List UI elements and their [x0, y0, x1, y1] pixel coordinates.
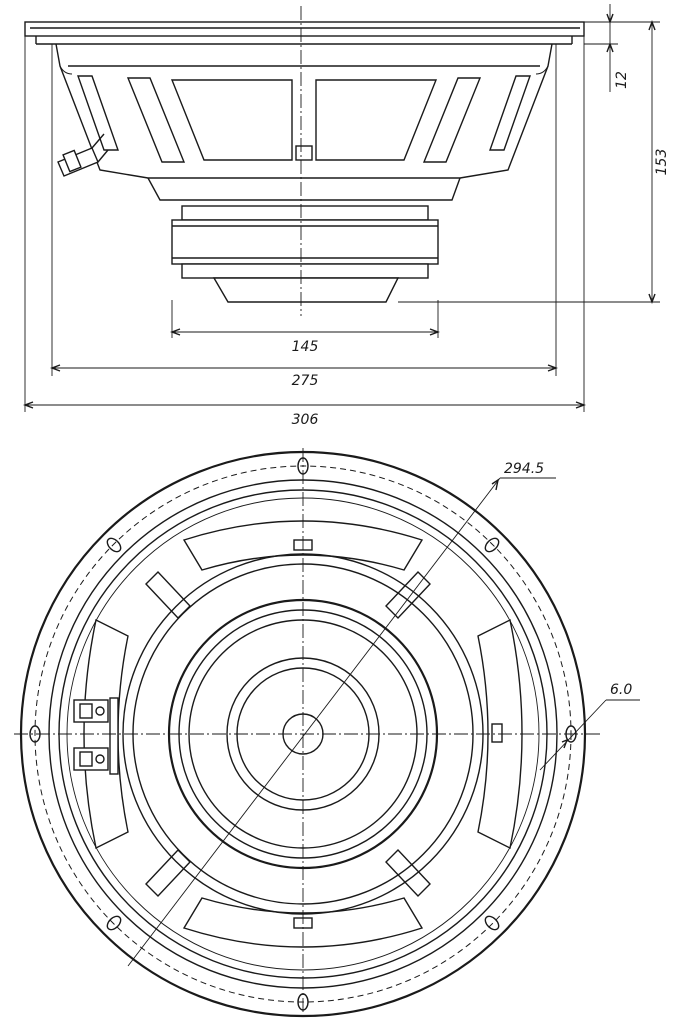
- top-plate: [181, 205, 429, 221]
- hole-diameter-label: 6.0: [610, 682, 632, 698]
- depth-dimension-label: 153: [654, 149, 670, 176]
- basket-frame: [55, 43, 553, 179]
- bolt-circle-label: 294.5: [504, 461, 544, 477]
- terminal-connector: [57, 133, 109, 177]
- basket-windows: [83, 520, 523, 948]
- magnet: [171, 219, 439, 265]
- terminal-block: [73, 697, 119, 775]
- outer-diameter-label: 306: [292, 412, 319, 428]
- cone-diameter-label: 275: [292, 373, 319, 389]
- pole-piece: [212, 277, 400, 303]
- front-flange: [24, 21, 585, 37]
- magnet-diameter-label: 145: [292, 339, 319, 355]
- side-view: 153 12 145 275 306: [23, 4, 670, 428]
- flange-thickness-label: 12: [614, 71, 630, 89]
- back-plate: [181, 263, 429, 279]
- front-view: 294.5 6.0: [14, 448, 640, 1020]
